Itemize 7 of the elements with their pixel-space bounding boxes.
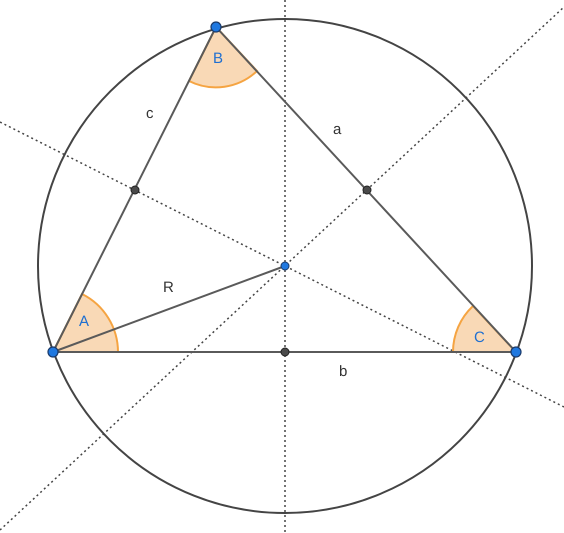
side-label: a <box>333 121 342 138</box>
radius-label: R <box>163 279 174 296</box>
side-label: c <box>146 105 154 122</box>
vertex-label: A <box>79 313 90 330</box>
vertex-label: C <box>474 329 485 346</box>
vertex-label: B <box>213 50 224 67</box>
side-label: b <box>339 363 348 380</box>
